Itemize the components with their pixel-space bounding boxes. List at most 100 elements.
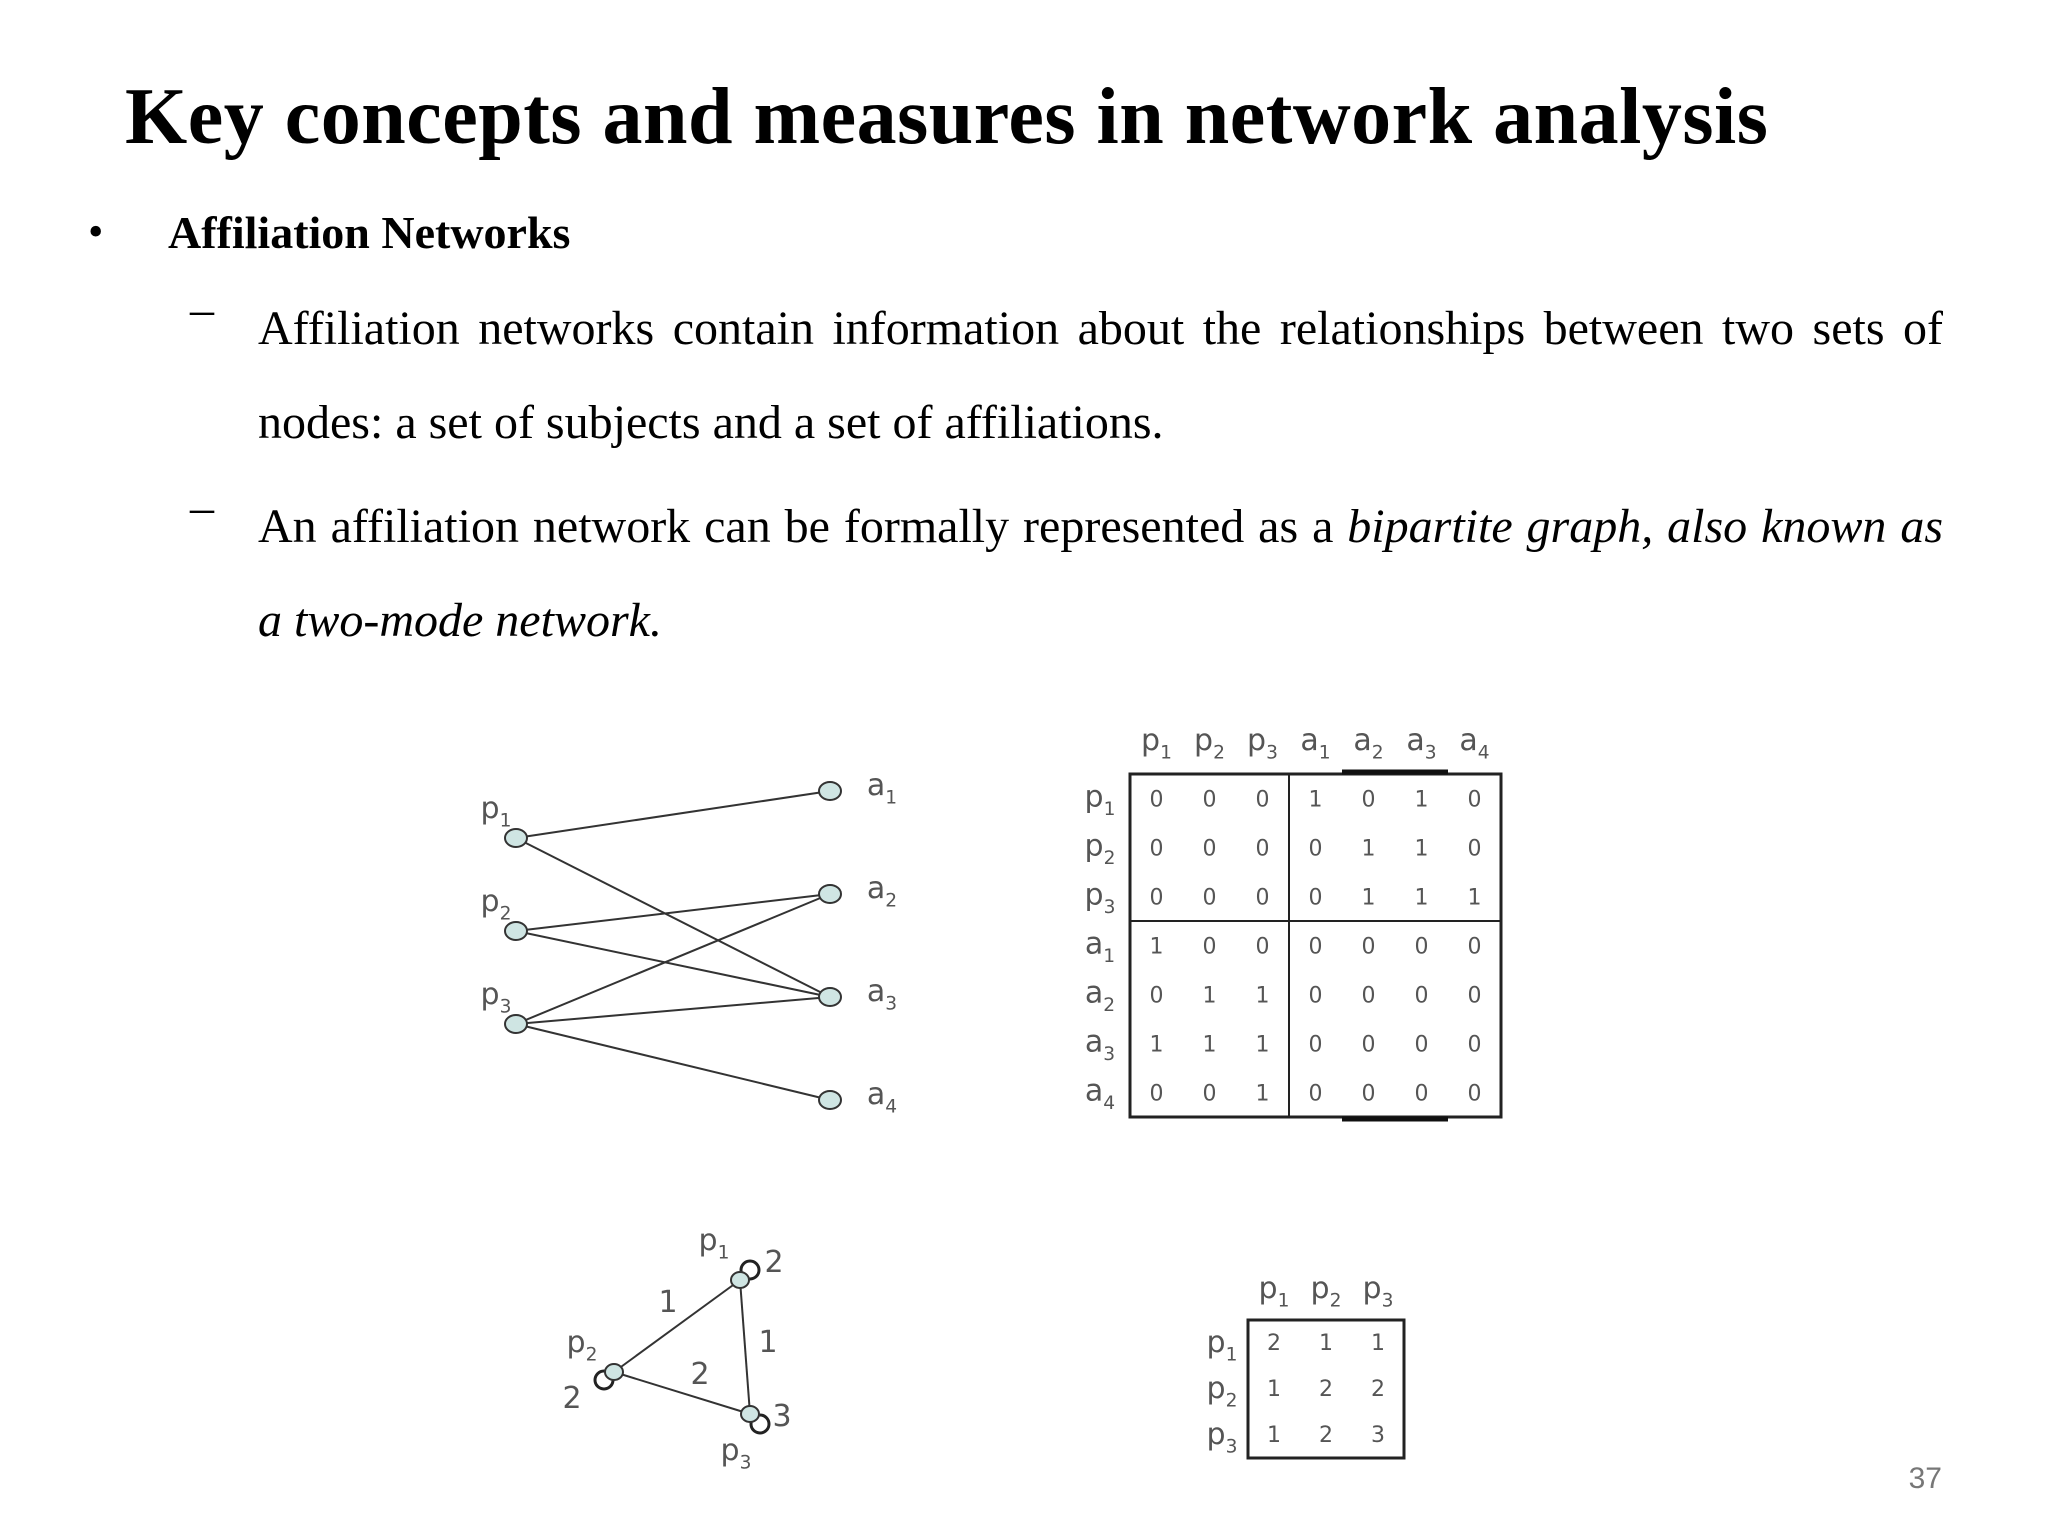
matrix-cell-value: 0 <box>1468 984 1482 1009</box>
matrix-cell-value: 0 <box>1150 837 1164 862</box>
matrix-cell-value: 1 <box>1256 1082 1270 1107</box>
matrix-cell-value: 0 <box>1309 935 1323 960</box>
self-loop-label: 2 <box>562 1381 581 1416</box>
matrix-cell-value: 0 <box>1256 935 1270 960</box>
matrix-cell-value: 0 <box>1415 1082 1429 1107</box>
matrix-column-label: a4 <box>1459 723 1489 763</box>
paragraph-bipartite: An affiliation network can be formally r… <box>258 480 1943 668</box>
affiliation-node <box>818 1090 842 1110</box>
matrix-cell-value: 0 <box>1309 984 1323 1009</box>
projection-node-label: p1 <box>699 1223 730 1263</box>
affiliation-node <box>818 781 842 801</box>
matrix-cell-value: 0 <box>1203 837 1217 862</box>
projection-matrix-column-label: p2 <box>1311 1271 1342 1311</box>
matrix-cell-value: 0 <box>1150 886 1164 911</box>
matrix-cell-value: 0 <box>1468 1033 1482 1058</box>
matrix-cell-value: 0 <box>1256 788 1270 813</box>
matrix-cell-value: 1 <box>1203 1033 1217 1058</box>
dash-marker: – <box>190 283 214 336</box>
matrix-cell-value: 0 <box>1150 984 1164 1009</box>
matrix-cell-value: 1 <box>1362 837 1376 862</box>
matrix-row-label: a3 <box>1085 1025 1115 1065</box>
matrix-column-label: p3 <box>1247 723 1278 763</box>
edge-weight-label: 2 <box>690 1357 709 1392</box>
matrix-cell-value: 0 <box>1203 886 1217 911</box>
projection-matrix-row-label: p1 <box>1207 1325 1238 1365</box>
projection-matrix-cell-value: 2 <box>1319 1423 1333 1448</box>
projection-edge <box>613 1279 741 1373</box>
matrix-cell-value: 0 <box>1203 1082 1217 1107</box>
projection-matrix-cell-value: 2 <box>1319 1377 1333 1402</box>
matrix-cell-value: 0 <box>1468 935 1482 960</box>
projection-node <box>740 1405 760 1423</box>
matrix-column-label: p1 <box>1141 723 1172 763</box>
projection-node <box>604 1363 624 1381</box>
affiliation-node-label: a4 <box>867 1077 897 1117</box>
matrix-cell-value: 0 <box>1362 984 1376 1009</box>
matrix-cell-value: 0 <box>1362 1033 1376 1058</box>
matrix-cell-value: 1 <box>1309 788 1323 813</box>
matrix-column-label: a3 <box>1406 723 1436 763</box>
paragraph-italic-text: bipartite graph, also known as a two-mod… <box>258 500 1943 647</box>
bipartite-edge <box>515 996 831 1025</box>
matrix-cell-value: 0 <box>1256 886 1270 911</box>
paragraph-text: An affiliation network can be formally r… <box>258 500 1348 553</box>
person-node-label: p2 <box>481 884 512 924</box>
bullet-heading: Affiliation Networks <box>168 207 571 258</box>
person-node <box>504 921 528 941</box>
matrix-cell-value: 0 <box>1309 837 1323 862</box>
person-node <box>504 828 528 848</box>
matrix-row-label: p2 <box>1085 829 1116 869</box>
matrix-cell-value: 0 <box>1362 788 1376 813</box>
slide-title: Key concepts and measures in network ana… <box>125 73 1769 161</box>
bipartite-edge <box>515 837 831 998</box>
projection-matrix-cell-value: 1 <box>1371 1331 1385 1356</box>
projection-matrix-cell-value: 1 <box>1267 1423 1281 1448</box>
person-node-label: p3 <box>481 977 512 1017</box>
paragraph-definition: Affiliation networks contain information… <box>258 302 1943 449</box>
matrix-cell-value: 1 <box>1415 886 1429 911</box>
matrix-cell-value: 1 <box>1256 1033 1270 1058</box>
matrix-cell-value: 1 <box>1150 1033 1164 1058</box>
matrix-border <box>1128 772 1503 1119</box>
matrix-cell-value: 0 <box>1150 1082 1164 1107</box>
matrix-cell-value: 1 <box>1203 984 1217 1009</box>
edge-weight-label: 1 <box>758 1325 777 1360</box>
projection-matrix-column-label: p3 <box>1363 1271 1394 1311</box>
projection-edge <box>613 1371 751 1415</box>
projection-matrix-cell-value: 2 <box>1371 1377 1385 1402</box>
projection-node <box>730 1271 750 1289</box>
affiliation-node-label: a2 <box>867 871 897 911</box>
edge-weight-label: 1 <box>658 1285 677 1320</box>
matrix-cell-value: 0 <box>1256 837 1270 862</box>
person-node <box>504 1014 528 1034</box>
matrix-cell-value: 0 <box>1309 1033 1323 1058</box>
bipartite-edge <box>515 790 831 839</box>
projection-matrix-row-label: p2 <box>1207 1371 1238 1411</box>
self-loop-label: 2 <box>764 1245 783 1280</box>
bipartite-edge <box>515 893 831 1025</box>
matrix-cell-value: 1 <box>1362 886 1376 911</box>
matrix-cell-value: 1 <box>1468 886 1482 911</box>
projection-matrix-cell-value: 2 <box>1267 1331 1281 1356</box>
matrix-cell-value: 0 <box>1468 788 1482 813</box>
matrix-cell-value: 0 <box>1150 788 1164 813</box>
projection-matrix-row-label: p3 <box>1207 1417 1238 1457</box>
matrix-row-label: a4 <box>1085 1074 1115 1114</box>
person-node-label: p1 <box>481 791 512 831</box>
matrix-cell-value: 0 <box>1468 1082 1482 1107</box>
matrix-cell-value: 0 <box>1203 788 1217 813</box>
matrix-cell-value: 1 <box>1415 837 1429 862</box>
projection-edge <box>739 1279 751 1415</box>
projection-matrix-column-label: p1 <box>1259 1271 1290 1311</box>
matrix-cell-value: 0 <box>1203 935 1217 960</box>
projection-node-label: p3 <box>721 1433 752 1473</box>
matrix-column-label: p2 <box>1194 723 1225 763</box>
matrix-row-label: a2 <box>1085 976 1115 1016</box>
matrix-cell-value: 0 <box>1415 984 1429 1009</box>
matrix-row-label: p1 <box>1085 780 1116 820</box>
